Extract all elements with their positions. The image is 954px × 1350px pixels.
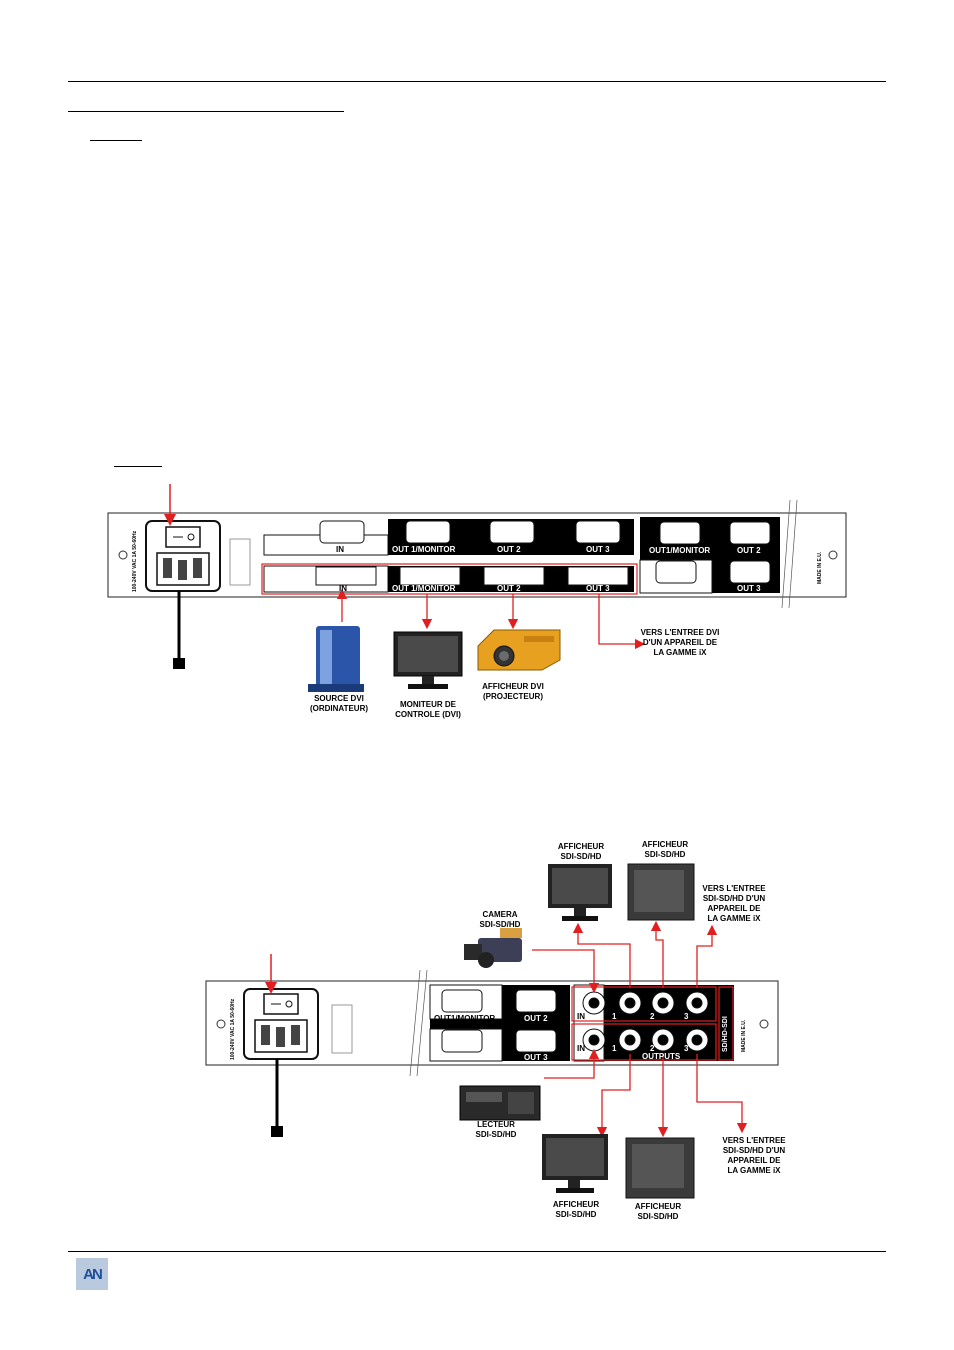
sdi-power-rating: 100-240V VAC 1A 50-60Hz bbox=[230, 998, 236, 1060]
rack-screw-icon bbox=[759, 1019, 769, 1029]
caption-display-bottom-1: AFFICHEUR SDI-SD/HD bbox=[552, 1200, 600, 1219]
dvi-top-label-in: IN bbox=[336, 545, 344, 554]
dvi-bottom-label-out1: OUT 1/MONITOR bbox=[392, 584, 456, 593]
caption-camera: CAMERA SDI-SD/HD bbox=[479, 910, 521, 929]
caption-display-top-2: AFFICHEUR SDI-SD/HD bbox=[641, 840, 689, 859]
caption-display-top-1: AFFICHEUR SDI-SD/HD bbox=[557, 842, 605, 861]
caption-display-bottom-2: AFFICHEUR SDI-SD/HD bbox=[634, 1202, 682, 1221]
rack-screw-icon bbox=[118, 550, 128, 560]
rack-screw-icon bbox=[216, 1019, 226, 1029]
dvi-bottom-label-out3: OUT 3 bbox=[586, 584, 610, 593]
dvi-right-label-out3: OUT 3 bbox=[737, 584, 761, 593]
bnc-connectors bbox=[582, 991, 709, 1052]
player-icon bbox=[459, 1085, 541, 1121]
camera-icon bbox=[464, 928, 522, 968]
display-top-2-icon bbox=[627, 863, 695, 921]
sdi-made-in: MADE IN E.U. bbox=[741, 1019, 747, 1052]
sdi-bnc-top-3: 3 bbox=[684, 1012, 689, 1021]
sdi-bnc-bottom-in: IN bbox=[577, 1044, 585, 1053]
sdi-vga-label-out2: OUT 2 bbox=[524, 1014, 548, 1023]
logo-lettering: AN bbox=[83, 1265, 103, 1283]
source-computer-icon bbox=[308, 626, 364, 692]
power-plug-icon bbox=[271, 1126, 283, 1137]
caption-projector: AFFICHEUR DVI (PROJECTEUR) bbox=[482, 682, 544, 701]
dvi-right-label-out1: OUT1/MONITOR bbox=[649, 546, 711, 555]
caption-to-ix-dvi: VERS L'ENTREE DVI D'UN APPAREIL DE LA GA… bbox=[640, 628, 720, 657]
dvi-bottom-label-out2: OUT 2 bbox=[497, 584, 521, 593]
sdi-bnc-top-in: IN bbox=[577, 1012, 585, 1021]
figure-heading-underline bbox=[114, 466, 162, 467]
dvi-bottom-label-in: IN bbox=[339, 584, 347, 593]
dvi-top-label-out3: OUT 3 bbox=[586, 545, 610, 554]
sdi-vga-label-out3: OUT 3 bbox=[524, 1053, 548, 1062]
section-heading-underline bbox=[68, 111, 344, 112]
power-plug-icon bbox=[173, 658, 185, 669]
sdi-bnc-bottom-3: 3 bbox=[684, 1044, 689, 1053]
projector-icon bbox=[477, 629, 561, 671]
dvi-top-label-out1: OUT 1/MONITOR bbox=[392, 545, 456, 554]
sdi-vga-label-out1: OUT1/MONITOR bbox=[434, 1014, 496, 1023]
sdi-side-label: SD/HD-SDI bbox=[722, 1016, 729, 1052]
footer-rule bbox=[68, 1251, 886, 1252]
control-monitor-icon bbox=[393, 631, 463, 689]
rack-screw-icon bbox=[828, 550, 838, 560]
caption-to-ix-top: VERS L'ENTREE SDI-SD/HD D'UN APPAREIL DE… bbox=[702, 884, 766, 923]
display-bottom-2-icon bbox=[625, 1137, 695, 1199]
caption-control-monitor: MONITEUR DE CONTROLE (DVI) bbox=[395, 700, 461, 719]
caption-source-dvi: SOURCE DVI (ORDINATEUR) bbox=[309, 694, 369, 713]
brand-logo: AN bbox=[76, 1258, 108, 1290]
subheading-underline bbox=[90, 140, 142, 141]
dvi-right-label-out2: OUT 2 bbox=[737, 546, 761, 555]
display-bottom-1-icon bbox=[542, 1134, 608, 1193]
sdi-bnc-top-1: 1 bbox=[612, 1012, 617, 1021]
dvi-top-label-out2: OUT 2 bbox=[497, 545, 521, 554]
sdi-bnc-top-2: 2 bbox=[650, 1012, 655, 1021]
sdi-bnc-bottom-2: 2 bbox=[650, 1044, 655, 1053]
sdi-outputs-label: OUTPUTS bbox=[642, 1052, 681, 1061]
header-rule bbox=[68, 81, 886, 82]
caption-to-ix-bottom: VERS L'ENTREE SDI-SD/HD D'UN APPAREIL DE… bbox=[722, 1136, 786, 1175]
sdi-bnc-bottom-1: 1 bbox=[612, 1044, 617, 1053]
caption-player: LECTEUR SDI-SD/HD bbox=[475, 1120, 517, 1139]
display-top-1-icon bbox=[548, 864, 612, 921]
